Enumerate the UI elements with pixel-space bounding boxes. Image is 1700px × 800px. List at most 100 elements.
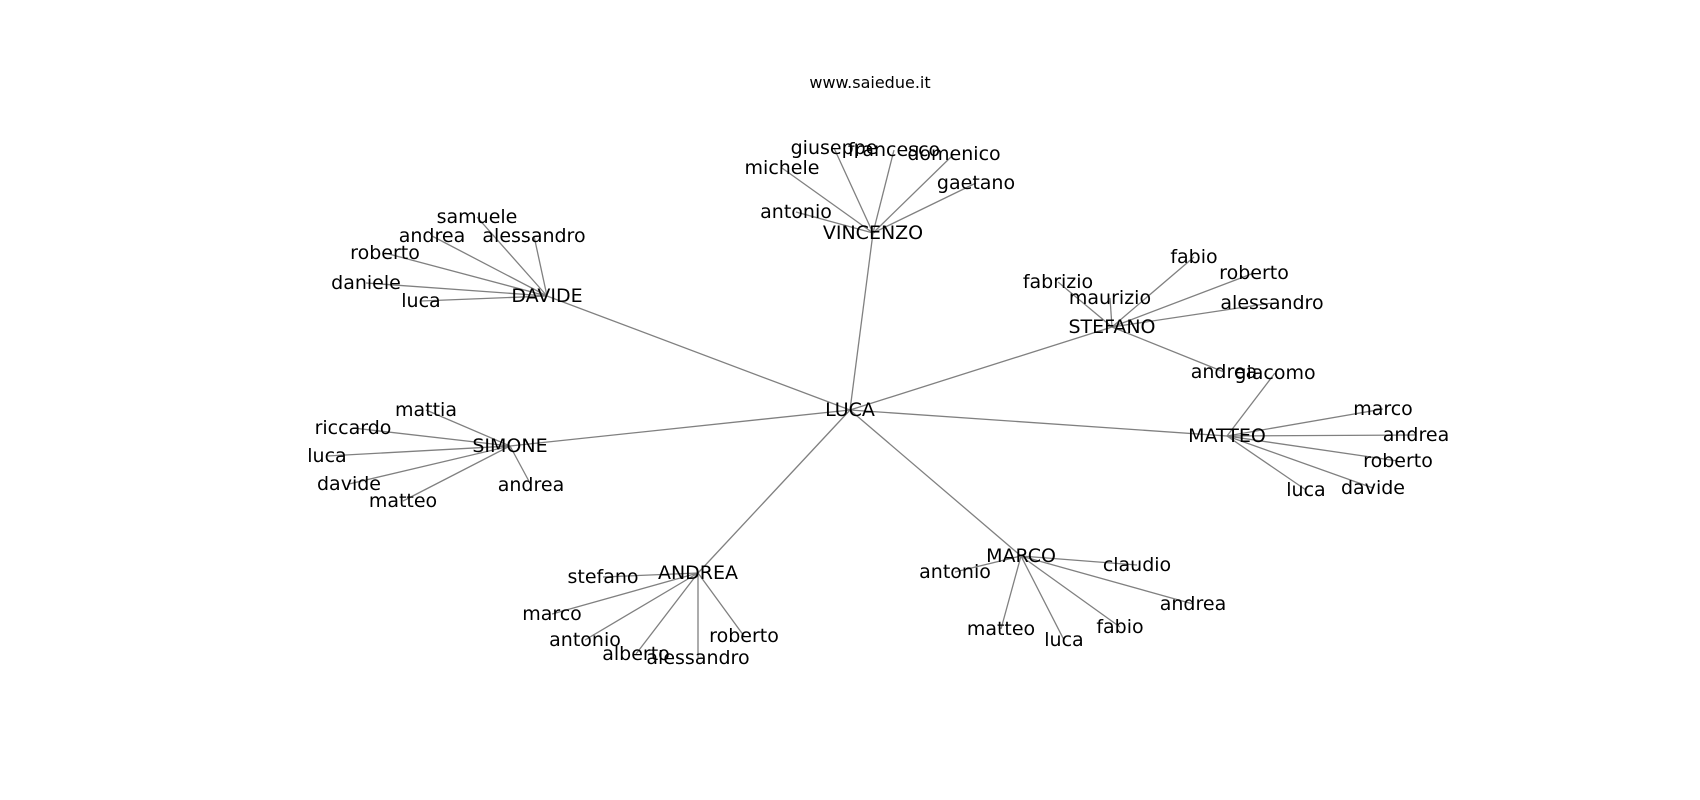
leaf-node-label: gaetano <box>937 172 1015 194</box>
leaf-node-label: claudio <box>1103 554 1171 576</box>
leaf-node-label: andrea <box>1160 593 1226 615</box>
leaf-node-label: luca <box>307 445 346 467</box>
edge-root-marco <box>849 409 1022 557</box>
leaf-node-label: matteo <box>967 618 1035 640</box>
edge-stefano-fabio <box>1111 256 1195 328</box>
edge-andrea-alberto <box>635 572 699 655</box>
edge-matteo-giacomo <box>1226 372 1276 437</box>
leaf-node-label: riccardo <box>315 417 392 439</box>
edge-davide-daniele <box>365 282 548 297</box>
hub-node-label: MARCO <box>986 545 1056 567</box>
edge-davide-luca <box>420 295 548 302</box>
edge-root-andrea <box>697 409 851 574</box>
edge-simone-matteo <box>402 445 511 502</box>
leaf-node-label: roberto <box>1219 262 1289 284</box>
leaf-node-label: fabio <box>1096 616 1143 638</box>
edge-stefano-fabrizio <box>1057 281 1113 328</box>
edge-root-matteo <box>849 409 1228 437</box>
hub-node-label: ANDREA <box>658 562 738 584</box>
edge-vincenzo-antonio <box>795 211 874 234</box>
edge-davide-andrea <box>431 235 548 297</box>
leaf-node-label: fabio <box>1170 246 1217 268</box>
leaf-node-label: andrea <box>498 474 564 496</box>
edge-simone-riccardo <box>352 427 511 447</box>
diagram-title: www.saiedue.it <box>809 73 930 92</box>
edge-andrea-marco <box>551 572 699 615</box>
edge-stefano-alessandro <box>1111 302 1273 328</box>
edge-matteo-luca <box>1226 435 1307 491</box>
edge-vincenzo-giuseppe <box>833 147 874 234</box>
edge-vincenzo-francesco <box>872 149 895 234</box>
edge-andrea-stefano <box>602 572 699 578</box>
leaf-node-label: marco <box>522 603 582 625</box>
edge-matteo-roberto <box>1226 435 1399 462</box>
edge-matteo-marco <box>1226 408 1384 437</box>
edge-marco-claudio <box>1020 555 1138 566</box>
leaf-node-label: matteo <box>369 490 437 512</box>
edge-davide-samuele <box>476 216 548 297</box>
edge-simone-davide <box>348 445 511 485</box>
root-node-label: LUCA <box>825 399 875 421</box>
leaf-node-label: davide <box>317 473 381 495</box>
leaf-node-label: giacomo <box>1234 362 1315 384</box>
edge-root-stefano <box>849 326 1113 411</box>
leaf-node-label: andrea <box>1383 424 1449 446</box>
leaf-node-label: domenico <box>907 143 1000 165</box>
edge-simone-luca <box>326 445 511 457</box>
leaf-node-label: alessandro <box>1220 292 1323 314</box>
leaf-node-label: antonio <box>549 629 621 651</box>
edge-marco-luca <box>1020 555 1065 641</box>
edge-stefano-roberto <box>1111 272 1255 328</box>
edge-root-davide <box>546 295 851 411</box>
leaf-node-label: alberto <box>602 643 670 665</box>
leaf-node-label: antonio <box>919 561 991 583</box>
leaf-node-label: andrea <box>399 225 465 247</box>
edge-vincenzo-michele <box>781 167 874 234</box>
leaf-node-label: luca <box>401 290 440 312</box>
edge-marco-antonio <box>954 555 1022 573</box>
edge-marco-fabio <box>1020 555 1121 628</box>
edge-andrea-antonio <box>584 572 699 641</box>
leaf-node-label: samuele <box>437 206 518 228</box>
leaf-node-label: francesco <box>848 139 940 161</box>
leaf-node-label: marco <box>1353 398 1413 420</box>
edge-vincenzo-gaetano <box>872 182 977 234</box>
leaf-node-label: davide <box>1341 477 1405 499</box>
leaf-node-label: roberto <box>709 625 779 647</box>
leaf-node-label: roberto <box>350 242 420 264</box>
leaf-node-label: alessandro <box>646 647 749 669</box>
edge-matteo-davide <box>1226 435 1374 489</box>
leaf-node-label: mattia <box>395 399 457 421</box>
edge-andrea-roberto <box>697 572 745 637</box>
edges-layer <box>326 147 1417 658</box>
leaf-node-label: maurizio <box>1069 287 1151 309</box>
edge-root-vincenzo <box>849 232 874 411</box>
leaf-node-label: alessandro <box>482 225 585 247</box>
leaf-node-label: luca <box>1286 479 1325 501</box>
edge-root-simone <box>509 409 851 447</box>
hub-node-label: STEFANO <box>1068 316 1155 338</box>
edge-simone-andrea <box>509 445 532 486</box>
leaf-node-label: fabrizio <box>1023 271 1093 293</box>
leaf-node-label: stefano <box>567 566 638 588</box>
hub-node-label: DAVIDE <box>511 285 582 307</box>
edge-marco-andrea <box>1020 555 1194 605</box>
leaf-node-label: antonio <box>760 201 832 223</box>
edge-davide-roberto <box>384 252 548 297</box>
edge-matteo-andrea <box>1226 434 1417 437</box>
leaf-node-label: daniele <box>331 272 401 294</box>
edge-marco-matteo <box>1000 555 1022 630</box>
hub-node-label: VINCENZO <box>823 222 923 244</box>
leaf-node-label: giuseppe <box>791 137 878 159</box>
hub-node-label: MATTEO <box>1188 425 1266 447</box>
leaf-node-label: michele <box>745 157 820 179</box>
edge-vincenzo-domenico <box>872 153 955 234</box>
leaf-node-label: luca <box>1044 629 1083 651</box>
edge-davide-alessandro <box>533 235 548 297</box>
edge-stefano-maurizio <box>1109 297 1113 328</box>
edge-simone-mattia <box>425 409 511 447</box>
leaf-node-label: roberto <box>1363 450 1433 472</box>
edge-stefano-andrea <box>1111 326 1225 373</box>
